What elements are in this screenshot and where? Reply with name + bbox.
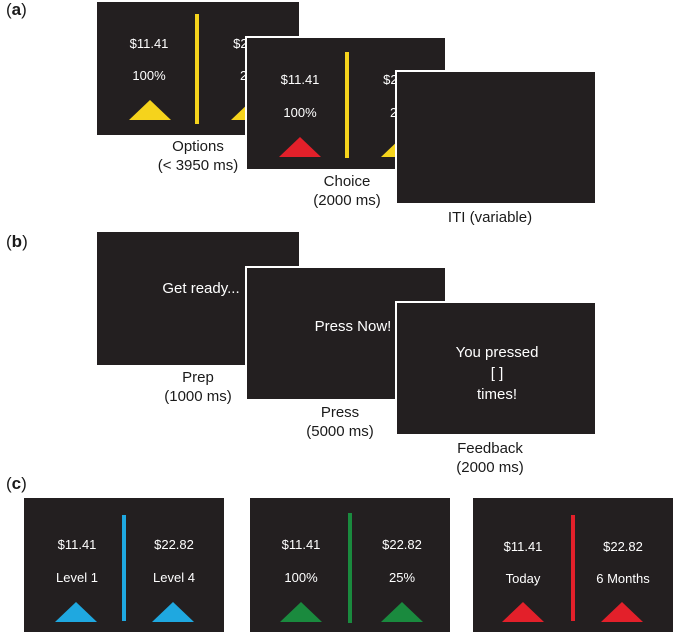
options-left-triangle <box>129 100 171 120</box>
press-message: Press Now! <box>314 318 392 335</box>
probability-right-amount: $22.82 <box>382 537 422 552</box>
options-caption: Options (< 3950 ms) <box>157 138 239 174</box>
feedback-screen: You pressed [ ] times! <box>395 301 597 436</box>
iti-screen <box>395 70 597 205</box>
probability-right-triangle <box>381 602 423 622</box>
probability-left-amount: $11.41 <box>281 537 321 552</box>
level-screen: $11.41 Level 1 $22.82 Level 4 <box>24 498 224 632</box>
press-caption: Press (5000 ms) <box>306 404 374 440</box>
delay-right-amount: $22.82 <box>603 539 643 554</box>
delay-right-triangle <box>601 602 643 622</box>
feedback-line-1: You pressed <box>455 344 539 361</box>
prep-caption: Prep (1000 ms) <box>164 369 232 405</box>
choice-left-amount: $11.41 <box>280 72 320 87</box>
delay-left-label: Today <box>505 571 541 586</box>
level-right-triangle <box>152 602 194 622</box>
probability-divider-bar <box>348 513 352 623</box>
prep-message: Get ready... <box>162 280 240 297</box>
probability-left-triangle <box>280 602 322 622</box>
level-left-amount: $11.41 <box>57 537 97 552</box>
feedback-line-2: [ ] <box>490 365 504 382</box>
level-right-label: Level 4 <box>153 570 195 585</box>
options-divider-bar <box>195 14 199 124</box>
delay-left-amount: $11.41 <box>503 539 543 554</box>
level-left-triangle <box>55 602 97 622</box>
choice-left-probability: 100% <box>283 105 317 120</box>
delay-left-triangle <box>502 602 544 622</box>
panel-a-label: (a) <box>6 0 27 19</box>
choice-divider-bar <box>345 52 349 158</box>
delay-screen: $11.41 Today $22.82 6 Months <box>473 498 673 632</box>
options-left-amount: $11.41 <box>129 36 169 51</box>
probability-screen: $11.41 100% $22.82 25% <box>250 498 450 632</box>
delay-divider-bar <box>571 515 575 621</box>
level-divider-bar <box>122 515 126 621</box>
choice-left-triangle <box>279 137 321 157</box>
choice-caption: Choice (2000 ms) <box>313 173 381 209</box>
panel-c-label: (c) <box>6 474 27 493</box>
probability-right-label: 25% <box>388 570 416 585</box>
iti-caption: ITI (variable) <box>447 209 533 226</box>
level-left-label: Level 1 <box>56 570 98 585</box>
options-left-probability: 100% <box>132 68 166 83</box>
feedback-caption: Feedback (2000 ms) <box>456 440 524 476</box>
panel-b-label: (b) <box>6 232 28 251</box>
delay-right-label: 6 Months <box>596 571 650 586</box>
probability-left-label: 100% <box>284 570 318 585</box>
level-right-amount: $22.82 <box>154 537 194 552</box>
feedback-line-3: times! <box>476 386 518 403</box>
